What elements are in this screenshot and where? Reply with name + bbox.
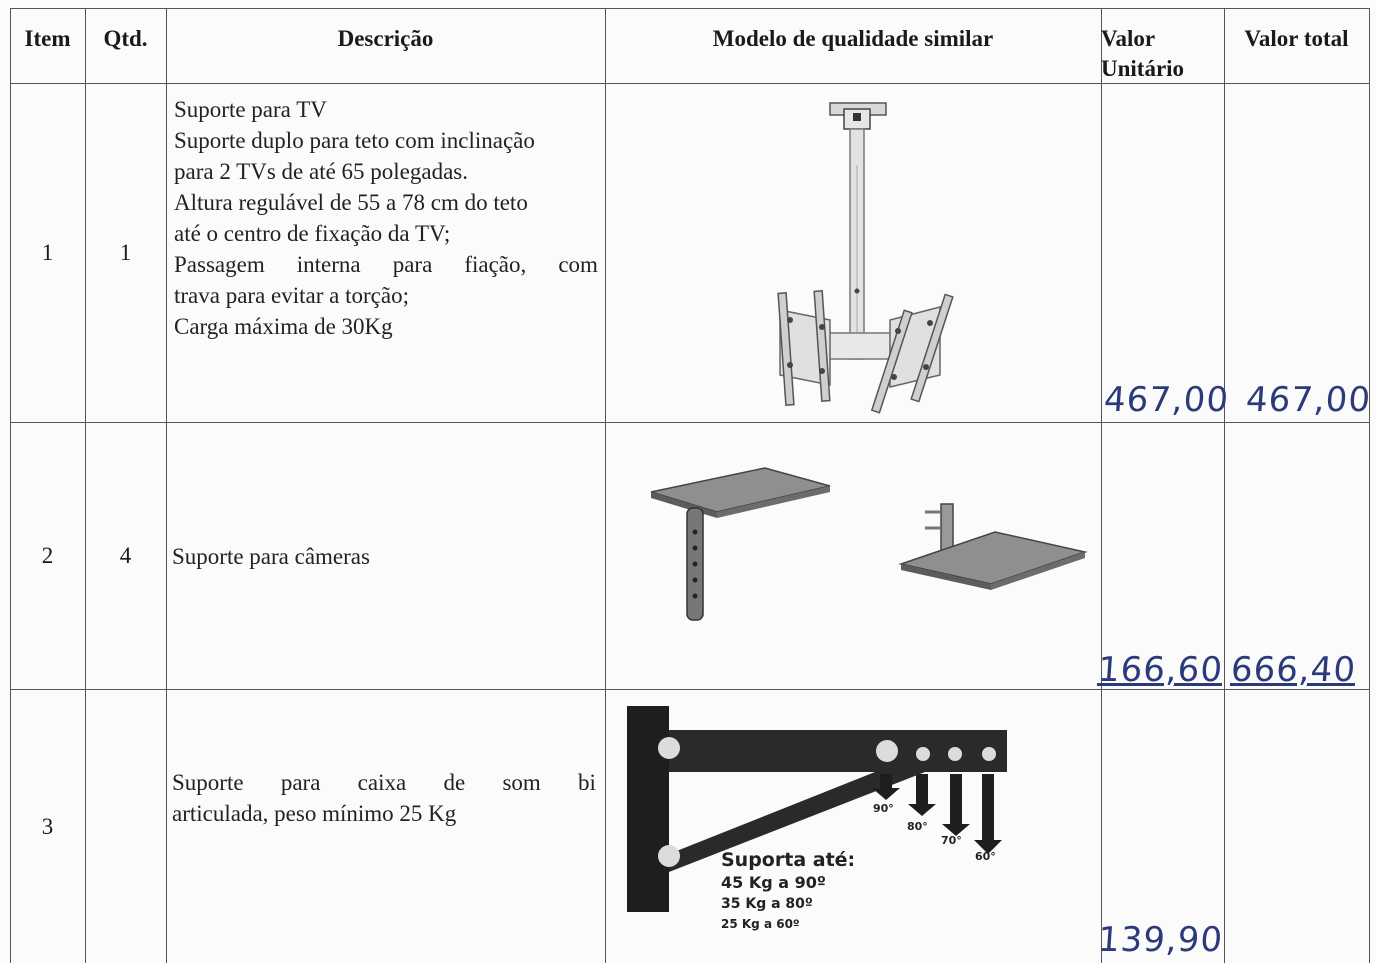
word: som [502, 770, 541, 795]
header-valor-unitario-line2: Unitário [1101, 56, 1185, 81]
angle-label: 60° [975, 850, 996, 863]
word: para [392, 252, 433, 277]
row-1-desc-line-justified: Passagem interna para fiação, com [174, 249, 598, 280]
row-3-item: 3 [41, 813, 54, 839]
row-3-desc-line: articulada, peso mínimo 25 Kg [172, 801, 457, 826]
row-2-valor-total: 666,40 [1229, 650, 1358, 690]
row-1-desc-line: Altura regulável de 55 a 78 cm do teto [174, 190, 528, 215]
row-1-desc-line: Suporte duplo para teto com inclinação [174, 128, 535, 153]
row-separator-1 [10, 422, 1370, 423]
word: com [558, 252, 598, 277]
word: interna [296, 252, 361, 277]
angle-label: 70° [941, 834, 962, 847]
row-3-descricao: Suporte para caixa de som bi articulada,… [172, 767, 596, 829]
row-2-item: 2 [41, 543, 54, 568]
row-separator-2 [10, 689, 1370, 690]
col-divider-valor-unitario [1224, 8, 1225, 963]
table-border-right [1369, 8, 1370, 963]
word: para [280, 770, 321, 795]
word: Passagem [174, 252, 265, 277]
col-divider-item [85, 8, 86, 963]
row-2-valor-unitario: 166,60 [1096, 650, 1225, 690]
header-descricao: Descrição [337, 26, 434, 51]
row-1-desc-line: trava para evitar a torção; [174, 283, 409, 308]
row-1-desc-line: para 2 TVs de até 65 polegadas. [174, 159, 469, 184]
row-2-qtd: 4 [119, 543, 132, 568]
word: de [443, 770, 466, 795]
camera-shelf-bracket-icon [650, 467, 1088, 621]
load-line: 35 Kg a 80º [721, 896, 813, 912]
row-1-descricao: Suporte para TV Suporte duplo para teto … [174, 94, 598, 342]
col-divider-qtd [166, 8, 167, 963]
load-title: Suporta até: [721, 849, 855, 871]
angle-label: 90° [873, 802, 894, 815]
row-2-descricao: Suporte para câmeras [172, 541, 596, 572]
row-1-valor-total: 467,00 [1244, 380, 1373, 420]
row-1-desc-line: Carga máxima de 30Kg [174, 314, 393, 339]
header-valor-total: Valor total [1244, 26, 1349, 51]
word: bi [578, 770, 596, 795]
header-item: Item [24, 26, 71, 51]
load-line: 45 Kg a 90º [721, 873, 826, 892]
col-divider-descricao [605, 8, 606, 963]
header-modelo: Modelo de qualidade similar [712, 26, 994, 51]
word: caixa [357, 770, 407, 795]
row-3-valor-unitario: 139,90 [1096, 920, 1225, 960]
speaker-wall-bracket-icon: 90° 80° 70° 60° Suporta até: 45 Kg a 90º… [627, 706, 1007, 931]
col-divider-modelo [1101, 8, 1102, 963]
header-valor-unitario-line1: Valor [1101, 26, 1156, 51]
row-1-qtd: 1 [119, 240, 132, 265]
ceiling-double-tv-mount-icon [777, 102, 954, 414]
header-qtd: Qtd. [103, 26, 148, 51]
row-2-desc-line: Suporte para câmeras [172, 544, 370, 569]
row-1-desc-line: até o centro de fixação da TV; [174, 221, 451, 246]
angle-label: 80° [907, 820, 928, 833]
row-3-desc-line-justified: Suporte para caixa de som bi [172, 767, 596, 798]
row-1-desc-line: Suporte para TV [174, 97, 327, 122]
header-valor-unitario: Valor Unitário [1101, 8, 1224, 83]
word: Suporte [172, 770, 244, 795]
row-3-qtd [85, 690, 166, 963]
word: fiação, [464, 252, 527, 277]
table-border-left [10, 8, 11, 963]
load-line: 25 Kg a 60º [721, 917, 800, 931]
header-separator [10, 83, 1370, 84]
row-1-valor-unitario: 467,00 [1102, 380, 1231, 420]
table-border-top [10, 8, 1370, 9]
row-1-item: 1 [41, 240, 54, 265]
